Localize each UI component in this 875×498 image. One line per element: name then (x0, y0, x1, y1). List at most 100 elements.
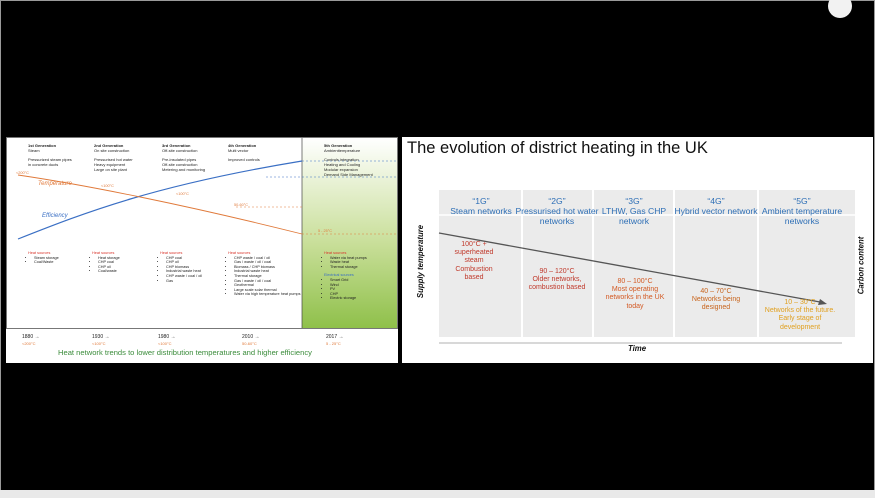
electrical-source-item: CHP (330, 292, 367, 297)
generation-1-column: 1st Generation Steam Pressurized steam p… (28, 143, 72, 167)
generation-temperature: 80 – 100°C (617, 278, 653, 285)
heat-source-item: Waste heat (330, 260, 367, 265)
generation-feature: Pre-insulated pipes (162, 157, 197, 162)
generation-feature: Metering and monitoring (162, 167, 206, 172)
generation-subtitle: Off-site construction (162, 148, 198, 153)
electrical-source-item: Smart Grid (330, 278, 367, 283)
heat-sources-title: Heat sources (92, 251, 115, 255)
year-temperature: <100°C (92, 341, 106, 346)
generation-label: “5G” (793, 196, 811, 206)
electrical-source-item: Wind (330, 283, 367, 288)
generation-description: Older networks, combustion based (528, 276, 586, 292)
generation-feature: Pressurised hot water (94, 157, 133, 162)
right-axis-label: Carbon content (856, 236, 866, 295)
generation-name: LTHW, Gas CHP network (601, 206, 667, 226)
generation-subtitle: Steam (28, 148, 40, 153)
temperature-mark: <100°C (101, 184, 114, 188)
generation-3g-details: 80 – 100°C Most operating networks in th… (598, 278, 672, 311)
year-temperature: 5 - 25°C (326, 341, 341, 346)
heat-source-item: Water via high temperature heat pumps (234, 292, 301, 297)
heat-source-item: Water via heat pumps (330, 256, 367, 261)
fifth-generation-panel (302, 138, 397, 328)
generation-title: 5th Generation (324, 143, 353, 148)
generation-name: Hybrid vector network (674, 206, 758, 216)
generation-feature: Heavy equipment (94, 162, 126, 167)
record-indicator-icon (828, 0, 852, 18)
heat-source-item: CHP biomass (166, 265, 202, 270)
x-axis-label: Time (628, 344, 647, 353)
generation-feature: Demand Side Management (324, 172, 373, 177)
generation-temperature: 10 – 30°C (784, 299, 816, 306)
heat-source-item: Industrial waste heat (166, 269, 202, 274)
efficiency-curve (17, 160, 303, 240)
heat-source-item: Steam storage (34, 256, 59, 261)
heat-sources-gen-2: Heat sources Heat storage CHP coal CHP o… (92, 251, 120, 274)
generation-5-column: 5th Generation Ambienttemperature Contro… (324, 143, 373, 177)
heat-source-item: CHP oil (98, 265, 120, 270)
generation-4-column: 4th Generation Multi vector Improved con… (228, 143, 260, 162)
y-axis-label: Supply temperature (416, 224, 426, 299)
generation-title: 1st Generation (28, 143, 57, 148)
generation-2g-header: “2G” Pressurised hot water networks (513, 196, 601, 226)
generation-feature: Modular expansion (324, 167, 358, 172)
temperature-mark: <100°C (176, 192, 189, 196)
right-slide-district-heating-evolution: The evolution of district heating in the… (402, 137, 873, 363)
heat-sources-title: Heat sources (28, 251, 51, 255)
generation-description: Networks being designed (691, 296, 741, 312)
heat-source-item: Industrial waste heat (234, 269, 301, 274)
generation-label: “3G” (625, 196, 643, 206)
heat-source-item: Gas / waste / oil / coal (234, 260, 301, 265)
generation-name: Pressurised hot water networks (515, 206, 599, 226)
right-slide-graphics (438, 190, 855, 344)
heat-source-item: Coal/waste (98, 269, 120, 274)
efficiency-curve-label: Efficiency (42, 213, 68, 219)
heat-sources-gen-5: Heat sources Water via heat pumps Waste … (324, 251, 367, 301)
generation-feature: in concrete ducts (28, 162, 59, 167)
slide-title: The evolution of district heating in the… (407, 139, 708, 157)
year-temperature: 50-60°C (242, 341, 257, 346)
generation-3-column: 3rd Generation Off-site construction Pre… (162, 143, 205, 172)
generation-label: “4G” (707, 196, 725, 206)
year-label: 1930 → (92, 334, 110, 340)
generation-4g-header: “4G” Hybrid vector network (674, 196, 758, 216)
generation-2g-details: 90 – 120°C Older networks, combustion ba… (515, 268, 599, 293)
generation-subtitle: On site construction (94, 148, 130, 153)
temperature-mark: <200°C (16, 171, 29, 175)
generation-description: Networks of the future. Early stage of d… (764, 307, 836, 331)
diagram-border (6, 137, 398, 329)
heat-source-item: Biomass / CHP biomass (234, 265, 301, 270)
temperature-curve (17, 174, 303, 235)
year-label: 1980 → (158, 334, 176, 340)
heat-sources-title: Heat sources (324, 251, 347, 255)
generation-3g-header: “3G” LTHW, Gas CHP network (594, 196, 674, 226)
generation-feature: Off-site construction (162, 162, 198, 167)
generation-title: 3rd Generation (162, 143, 191, 148)
generation-title: 4th Generation (228, 143, 257, 148)
left-slide-heat-network-generations: 1st Generation Steam Pressurized steam p… (6, 137, 398, 363)
heat-sources-title: Heat sources (160, 251, 183, 255)
generation-title: 2nd Generation (94, 143, 124, 148)
left-slide-graphics (6, 137, 398, 329)
heat-source-item: Large scale solar thermal (234, 288, 301, 293)
generation-description: Most operating networks in the UK today (605, 286, 665, 310)
electrical-source-item: Electric storage (330, 296, 367, 301)
heat-source-item: Gas / waste / oil / coal (234, 279, 301, 284)
generation-label: “1G” (472, 196, 490, 206)
temperature-mark: 5 - 25°C (318, 229, 332, 233)
year-label: 1880 → (22, 334, 40, 340)
generation-name: Ambient temperature networks (761, 206, 843, 226)
generation-temperature: 40 – 70°C (700, 288, 732, 295)
heat-source-item: CHP waste / coal / oil (234, 256, 301, 261)
generation-1g-header: “1G” Steam networks (439, 196, 523, 216)
generation-feature: Controls integration (324, 157, 359, 162)
temperature-trend-line (438, 232, 821, 303)
generation-5g-header: “5G” Ambient temperature networks (758, 196, 846, 226)
heat-source-item: CHP coal (166, 256, 202, 261)
temperature-mark: 50-60°C (234, 203, 248, 207)
electrical-source-item: PV (330, 287, 367, 292)
year-label: 2017 → (326, 334, 344, 340)
heat-sources-gen-3: Heat sources CHP coal CHP oil CHP biomas… (160, 251, 202, 283)
generation-label: “2G” (548, 196, 566, 206)
heat-source-item: Geothermal (234, 283, 301, 288)
left-slide-caption: Heat network trends to lower distributio… (58, 348, 312, 357)
